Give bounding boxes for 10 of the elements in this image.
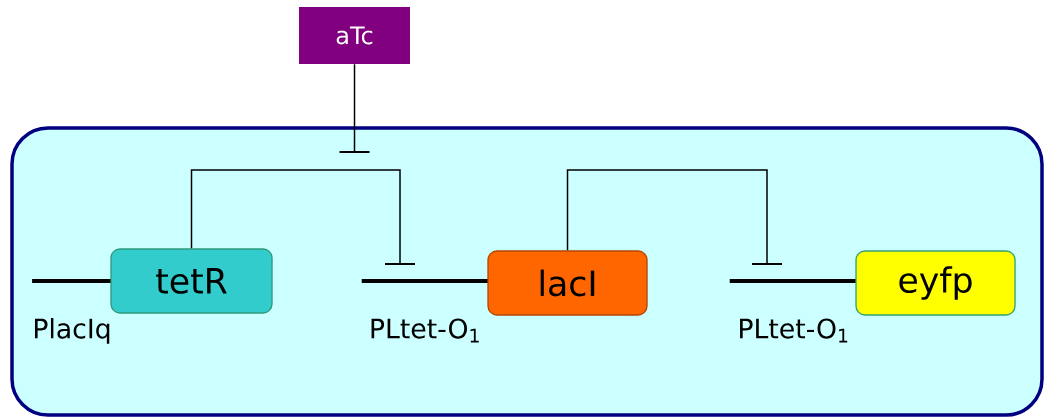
promoter: PLtet-O$_{1}$ [361,279,489,343]
gene-box: lacI [487,250,648,316]
promoter: PlacIq [32,279,112,344]
gene-box: tetR [110,248,273,314]
inducer-box: aTc [299,7,410,64]
gene-box: eyfp [855,250,1016,316]
inhibition-arrow [566,169,782,265]
inhibition-arrow [190,169,415,265]
inhibition-arrow [339,63,370,153]
promoter: PLtet-O$_{1}$ [729,279,858,343]
